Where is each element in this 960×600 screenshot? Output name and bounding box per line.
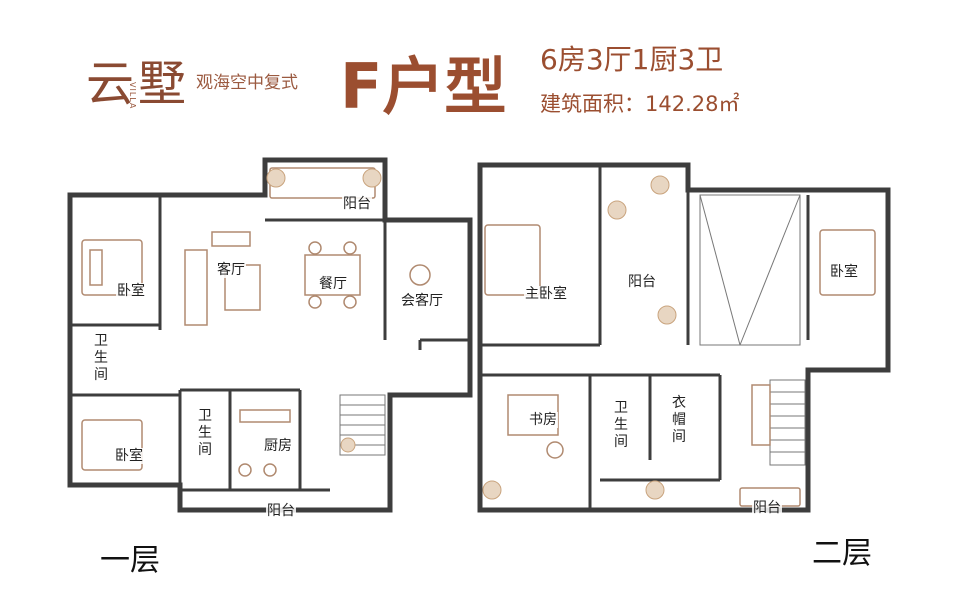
- f1-bedroom-b-label: 卧室: [114, 448, 144, 464]
- f1-balcony-top-label: 阳台: [342, 196, 372, 212]
- f1-bath-b-label: 卫生间: [196, 408, 214, 459]
- unit-type-title: F户型: [340, 50, 507, 123]
- f2-balcony-mid-label: 阳台: [627, 274, 657, 290]
- header: 云墅 VILLA 观海空中复式 F户型 6房3厅1厨3卫 建筑面积：142.28…: [0, 0, 960, 130]
- floor1-label: 一层: [100, 543, 160, 578]
- f1-kitchen-label: 厨房: [263, 438, 293, 454]
- area-label: 建筑面积：142.28㎡: [540, 92, 740, 116]
- f1-guest-hall-label: 会客厅: [400, 293, 444, 309]
- f2-bath-label: 卫生间: [612, 400, 630, 451]
- f2-stairs: [769, 379, 806, 466]
- brand-villa-text: VILLA: [128, 82, 137, 110]
- f2-cloakroom-label: 衣帽间: [670, 395, 688, 446]
- f1-bath-a-label: 卫生间: [92, 333, 110, 384]
- f2-balcony-bottom-label: 阳台: [752, 500, 782, 516]
- f2-study-label: 书房: [528, 412, 558, 428]
- f1-balcony-bottom-label: 阳台: [266, 503, 296, 519]
- f1-bedroom-a-label: 卧室: [116, 283, 146, 299]
- f1-living-label: 客厅: [216, 262, 246, 278]
- f1-stairs: [339, 394, 386, 456]
- f2-master-label: 主卧室: [524, 286, 568, 302]
- floor2-wall-outline: [477, 162, 891, 513]
- brand-logo: 云墅: [86, 56, 191, 112]
- f2-void-area: [699, 194, 801, 346]
- floor2-label: 二层: [812, 536, 872, 571]
- plants: [266, 168, 677, 500]
- f2-bedroom-label: 卧室: [829, 264, 859, 280]
- rooms-summary: 6房3厅1厨3卫: [540, 43, 724, 76]
- f1-dining-label: 餐厅: [318, 276, 348, 292]
- brand-subtitle: 观海空中复式: [196, 73, 298, 93]
